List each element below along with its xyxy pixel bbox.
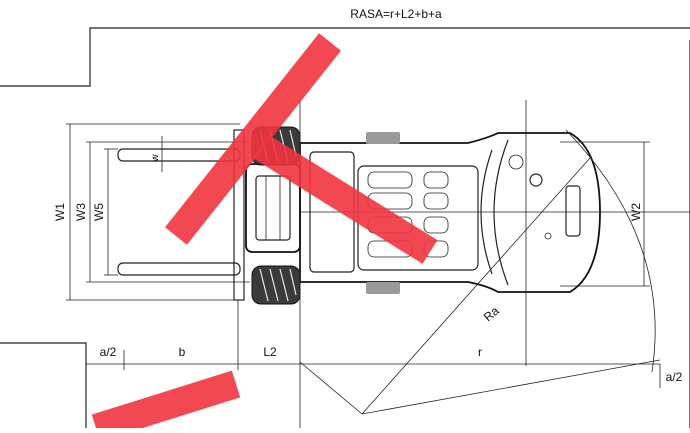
fork-lower <box>117 262 241 276</box>
b-label: b <box>179 345 186 359</box>
ra-radius-line <box>361 157 591 415</box>
ra-label: Ra <box>481 304 502 325</box>
a-half-left-label: a/2 <box>100 345 117 359</box>
width-dimensions-left: W1 W3 W5 w <box>53 123 250 301</box>
turning-arc <box>565 129 656 373</box>
w5-label: W5 <box>92 203 106 221</box>
aisle-walls <box>0 27 690 428</box>
w-small-label: w <box>150 154 161 163</box>
l2-label: L2 <box>263 345 277 359</box>
front-tyre-lower <box>251 265 301 305</box>
rasa-formula-label: RASA=r+L2+b+a <box>350 7 442 21</box>
turning-radius: Ra <box>299 100 690 428</box>
watermark <box>91 33 438 433</box>
w1-label: W1 <box>53 203 67 221</box>
steering-knob <box>529 173 543 187</box>
w2-dimension: W2 <box>560 141 650 287</box>
w3-label: W3 <box>74 203 88 221</box>
r-label: r <box>478 345 482 359</box>
rasa-dimension: RASA=r+L2+b+a <box>90 7 690 29</box>
bottom-dimension-chain: a/2 b L2 r a/2 <box>86 300 683 388</box>
side-steps <box>366 132 400 294</box>
aisle-wall-bottom-left <box>0 342 87 428</box>
aisle-wall-top <box>0 27 690 87</box>
rear-light-block <box>565 185 581 237</box>
radius-triangle <box>299 359 661 415</box>
a-half-right-label: a/2 <box>666 370 683 384</box>
